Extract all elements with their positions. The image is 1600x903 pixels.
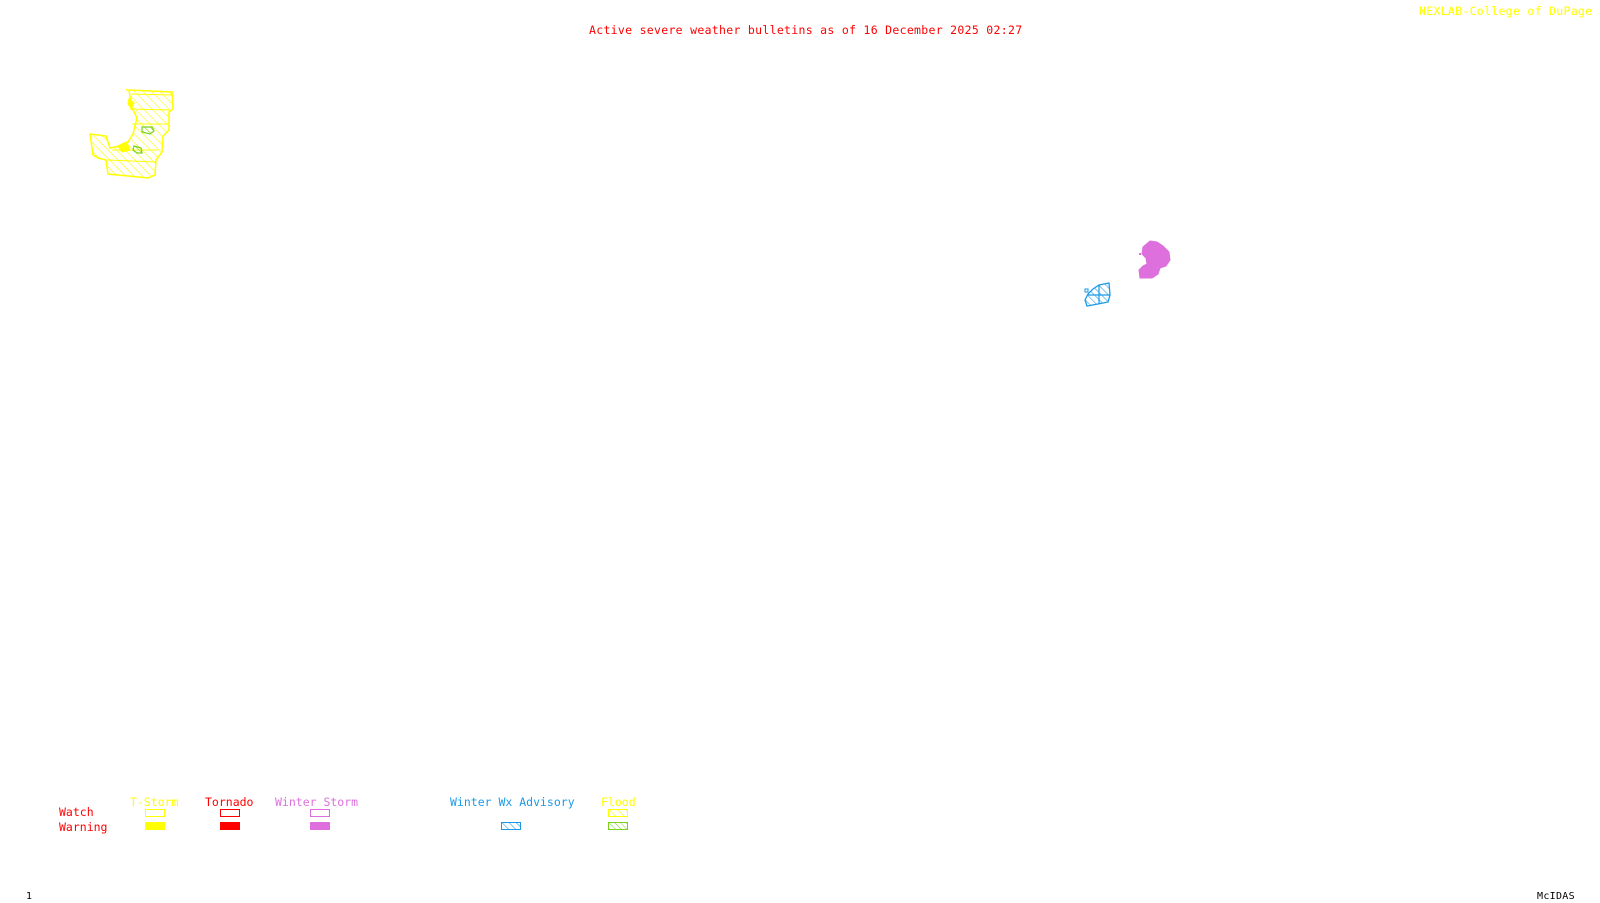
credit-text: NEXLAB-College of DuPage [1419,4,1593,18]
map-title: Active severe weather bulletins as of 16… [589,23,1023,37]
credit-label: NEXLAB-College of DuPage [1419,5,1600,18]
legend-row-watch: Watch [59,805,94,819]
legend-flood-warning [608,822,628,830]
legend-flood-watch [608,809,628,817]
legend-winter-storm-label: Winter Storm [275,795,359,809]
legend-winter-wx-advisory-label: Winter Wx Advisory [450,795,575,809]
winter-storm-warning-area [1138,240,1171,279]
flood-warning-area [132,126,155,154]
legend-tornado-warning [220,822,240,830]
legend-flood-label: Flood [601,795,636,809]
legend-row-warning: Warning [59,820,108,834]
legend-winter-storm-watch [310,809,330,817]
legend-tornado-watch [220,809,240,817]
tstorm-watch-area [89,88,174,179]
legend-winter-storm-warning [310,822,330,830]
legend-winter-wx-advisory-warning [501,822,521,830]
winter-wx-advisory-area [1084,282,1111,307]
software-label: McIDAS [1537,891,1575,902]
legend-tstorm-watch [145,809,165,817]
legend-tstorm-label: T-Storm [130,795,179,809]
legend-tstorm-warning [145,822,165,830]
frame-number: 1 [26,891,33,902]
legend-tornado-label: Tornado [205,795,254,809]
